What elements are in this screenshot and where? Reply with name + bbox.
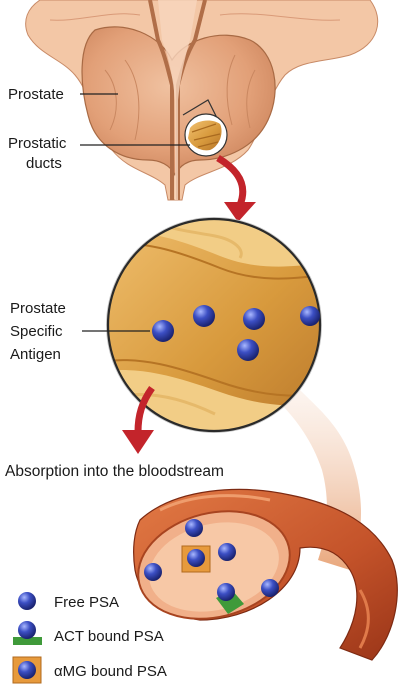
svg-text:Prostate: Prostate — [10, 300, 66, 317]
psa-molecule — [152, 320, 174, 342]
legend: Free PSA ACT bound PSA αMG bound PSA — [12, 592, 167, 684]
free-psa-molecule — [261, 579, 279, 597]
svg-text:ducts: ducts — [26, 155, 62, 172]
free-psa-molecule — [218, 543, 236, 561]
label-prostate: Prostate — [8, 86, 118, 103]
svg-text:Prostate: Prostate — [8, 86, 64, 103]
label-prostate-specific-antigen: Prostate Specific Antigen — [10, 300, 150, 363]
legend-item-act-bound-psa: ACT bound PSA — [13, 621, 164, 645]
blood-vessel — [133, 488, 398, 661]
flow-arrow-2 — [134, 385, 155, 433]
vessel-contents — [144, 519, 279, 614]
svg-text:ACT bound PSA: ACT bound PSA — [54, 628, 164, 645]
psa-molecule — [237, 339, 259, 361]
act-swatch — [13, 637, 42, 645]
flow-arrow-2-head — [122, 430, 154, 454]
prostatic-ducts-inset — [184, 113, 228, 157]
svg-text:Specific: Specific — [10, 323, 63, 340]
svg-text:Antigen: Antigen — [10, 346, 61, 363]
svg-text:αMG bound PSA: αMG bound PSA — [54, 663, 167, 680]
legend-item-free-psa: Free PSA — [18, 592, 119, 611]
amg-psa-swatch — [18, 661, 36, 679]
label-prostatic-ducts: Prostatic ducts — [8, 135, 190, 172]
amg-bound-psa-molecule — [187, 549, 205, 567]
psa-molecule — [193, 305, 215, 327]
free-psa-molecule — [144, 563, 162, 581]
flow-arrow-1 — [216, 154, 247, 207]
act-bound-psa-molecule — [217, 583, 235, 601]
flow-arrow-1-head — [224, 202, 256, 222]
psa-molecule — [300, 306, 320, 326]
svg-text:Free PSA: Free PSA — [54, 594, 119, 611]
free-psa-molecule — [185, 519, 203, 537]
svg-text:Prostatic: Prostatic — [8, 135, 67, 152]
legend-item-amg-bound-psa: αMG bound PSA — [12, 656, 167, 684]
free-psa-swatch — [18, 592, 36, 610]
prostate-anatomy — [25, 0, 379, 201]
label-absorption: Absorption into the bloodstream — [5, 463, 224, 480]
act-psa-swatch — [18, 621, 36, 639]
psa-molecule — [243, 308, 265, 330]
